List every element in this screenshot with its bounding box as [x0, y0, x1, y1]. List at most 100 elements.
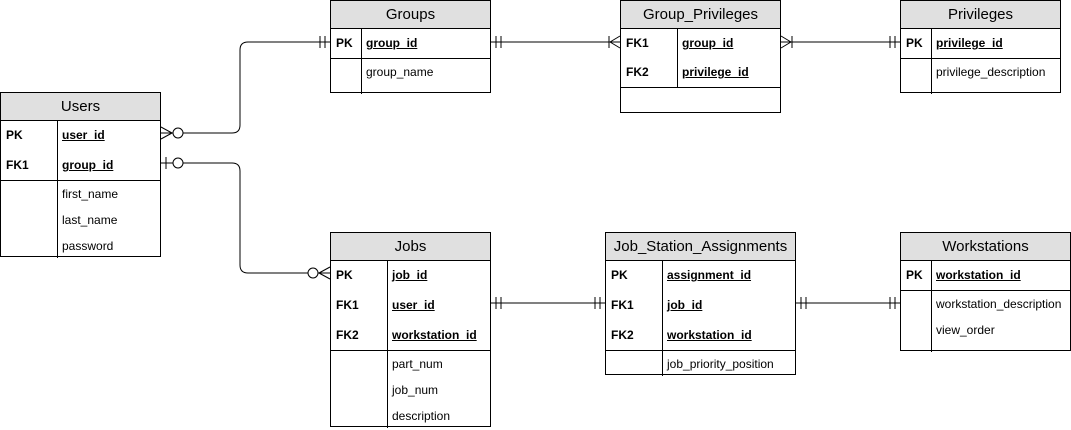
column-divider [361, 29, 362, 58]
attribute-section: first_name last_name password [1, 181, 160, 258]
attribute-row[interactable]: password [1, 233, 160, 258]
key-field-name: privilege_id [936, 36, 1003, 50]
column-divider [931, 59, 932, 94]
key-section: PK user_id FK1 group_id [1, 121, 160, 181]
key-label: FK1 [611, 298, 634, 312]
key-label: FK1 [336, 298, 359, 312]
attribute-row[interactable]: job_priority_position [606, 351, 795, 376]
entity-title: Jobs [331, 233, 490, 261]
key-row[interactable]: PK assignment_id [606, 261, 795, 291]
attribute-section [621, 88, 780, 114]
key-row[interactable]: PK job_id [331, 261, 490, 291]
attribute-section: group_name [331, 59, 490, 94]
column-divider [387, 261, 388, 350]
entity-title: Privileges [901, 1, 1060, 29]
key-field-name: workstation_id [667, 328, 752, 342]
relationship-line [161, 162, 330, 274]
key-label: FK2 [336, 328, 359, 342]
key-section: FK1 group_id FK2 privilege_id [621, 29, 780, 88]
key-row[interactable]: FK2 workstation_id [331, 321, 490, 350]
attribute-row[interactable]: privilege_description [901, 59, 1060, 85]
key-field-name: group_id [62, 158, 114, 172]
attribute-section: privilege_description [901, 59, 1060, 94]
column-divider [387, 351, 388, 428]
attribute-row[interactable]: workstation_description [901, 291, 1070, 317]
column-divider [57, 181, 58, 258]
entity-job-station-assignments[interactable]: Job_Station_Assignments PK assignment_id… [605, 232, 796, 376]
relationship-line [161, 41, 330, 134]
key-row[interactable]: PK group_id [331, 29, 490, 58]
key-field-name: assignment_id [667, 268, 752, 282]
entity-privileges[interactable]: Privileges PK privilege_id privilege_des… [900, 0, 1061, 94]
attribute-name: description [392, 409, 451, 423]
column-divider [931, 291, 932, 352]
key-label: PK [611, 268, 628, 282]
column-divider [931, 29, 932, 58]
attribute-section: workstation_description view_order [901, 291, 1070, 352]
cardinality-crowfoot [318, 266, 331, 274]
key-row[interactable]: FK1 user_id [331, 291, 490, 321]
attribute-row[interactable]: job_num [331, 377, 490, 403]
key-label: FK2 [611, 328, 634, 342]
key-row[interactable]: PK user_id [1, 121, 160, 151]
key-field-name: workstation_id [392, 328, 477, 342]
attribute-row[interactable]: group_name [331, 59, 490, 85]
key-field-name: privilege_id [682, 65, 749, 79]
cardinality-crowfoot [160, 126, 173, 134]
key-row[interactable]: FK1 group_id [1, 151, 160, 180]
key-section: PK assignment_id FK1 job_id FK2 workstat… [606, 261, 795, 351]
attribute-section: part_num job_num description [331, 351, 490, 428]
key-row[interactable]: FK2 privilege_id [621, 58, 780, 87]
attribute-row[interactable]: part_num [331, 351, 490, 377]
entity-groups[interactable]: Groups PK group_id group_name [330, 0, 491, 94]
attribute-row[interactable]: last_name [1, 207, 160, 233]
attribute-row[interactable]: description [331, 403, 490, 428]
entity-title: Group_Privileges [621, 1, 780, 29]
entity-jobs[interactable]: Jobs PK job_id FK1 user_id FK2 workstati… [330, 232, 491, 428]
entity-title: Workstations [901, 233, 1070, 261]
entity-title: Users [1, 93, 160, 121]
key-label: PK [336, 36, 353, 50]
cardinality-zero-circle [172, 157, 184, 169]
attribute-name: last_name [62, 213, 118, 227]
cardinality-crowfoot [780, 41, 792, 49]
key-row[interactable]: FK1 group_id [621, 29, 780, 58]
column-divider [57, 121, 58, 180]
attribute-row[interactable]: view_order [901, 317, 1070, 343]
key-label: PK [336, 268, 353, 282]
key-field-name: group_id [366, 36, 418, 50]
attribute-name: workstation_description [936, 297, 1062, 311]
entity-workstations[interactable]: Workstations PK workstation_id workstati… [900, 232, 1071, 352]
cardinality-crowfoot [609, 41, 621, 49]
cardinality-crowfoot [780, 35, 792, 43]
cardinality-crowfoot [318, 272, 331, 280]
key-label: PK [906, 268, 923, 282]
attribute-name: privilege_description [936, 65, 1046, 79]
column-divider [677, 29, 678, 87]
cardinality-crowfoot [609, 35, 621, 43]
key-row[interactable]: PK privilege_id [901, 29, 1060, 58]
key-label: FK1 [6, 158, 29, 172]
key-row[interactable]: FK1 job_id [606, 291, 795, 321]
key-row[interactable]: FK2 workstation_id [606, 321, 795, 350]
key-section: PK job_id FK1 user_id FK2 workstation_id [331, 261, 490, 351]
attribute-row[interactable]: first_name [1, 181, 160, 207]
attribute-name: first_name [62, 187, 119, 201]
key-field-name: job_id [392, 268, 428, 282]
key-field-name: user_id [392, 298, 435, 312]
attribute-name: view_order [936, 323, 995, 337]
key-label: PK [906, 36, 923, 50]
entity-title: Job_Station_Assignments [606, 233, 795, 261]
column-divider [662, 351, 663, 376]
entity-users[interactable]: Users PK user_id FK1 group_id first_name… [0, 92, 161, 258]
key-label: PK [6, 128, 23, 142]
entity-group-privileges[interactable]: Group_Privileges FK1 group_id FK2 privil… [620, 0, 781, 113]
attribute-name: group_name [366, 65, 434, 79]
key-row[interactable]: PK workstation_id [901, 261, 1070, 290]
column-divider [931, 261, 932, 290]
cardinality-zero-circle [172, 127, 184, 139]
key-field-name: workstation_id [936, 268, 1021, 282]
key-section: PK group_id [331, 29, 490, 59]
column-divider [361, 59, 362, 94]
key-field-name: user_id [62, 128, 105, 142]
